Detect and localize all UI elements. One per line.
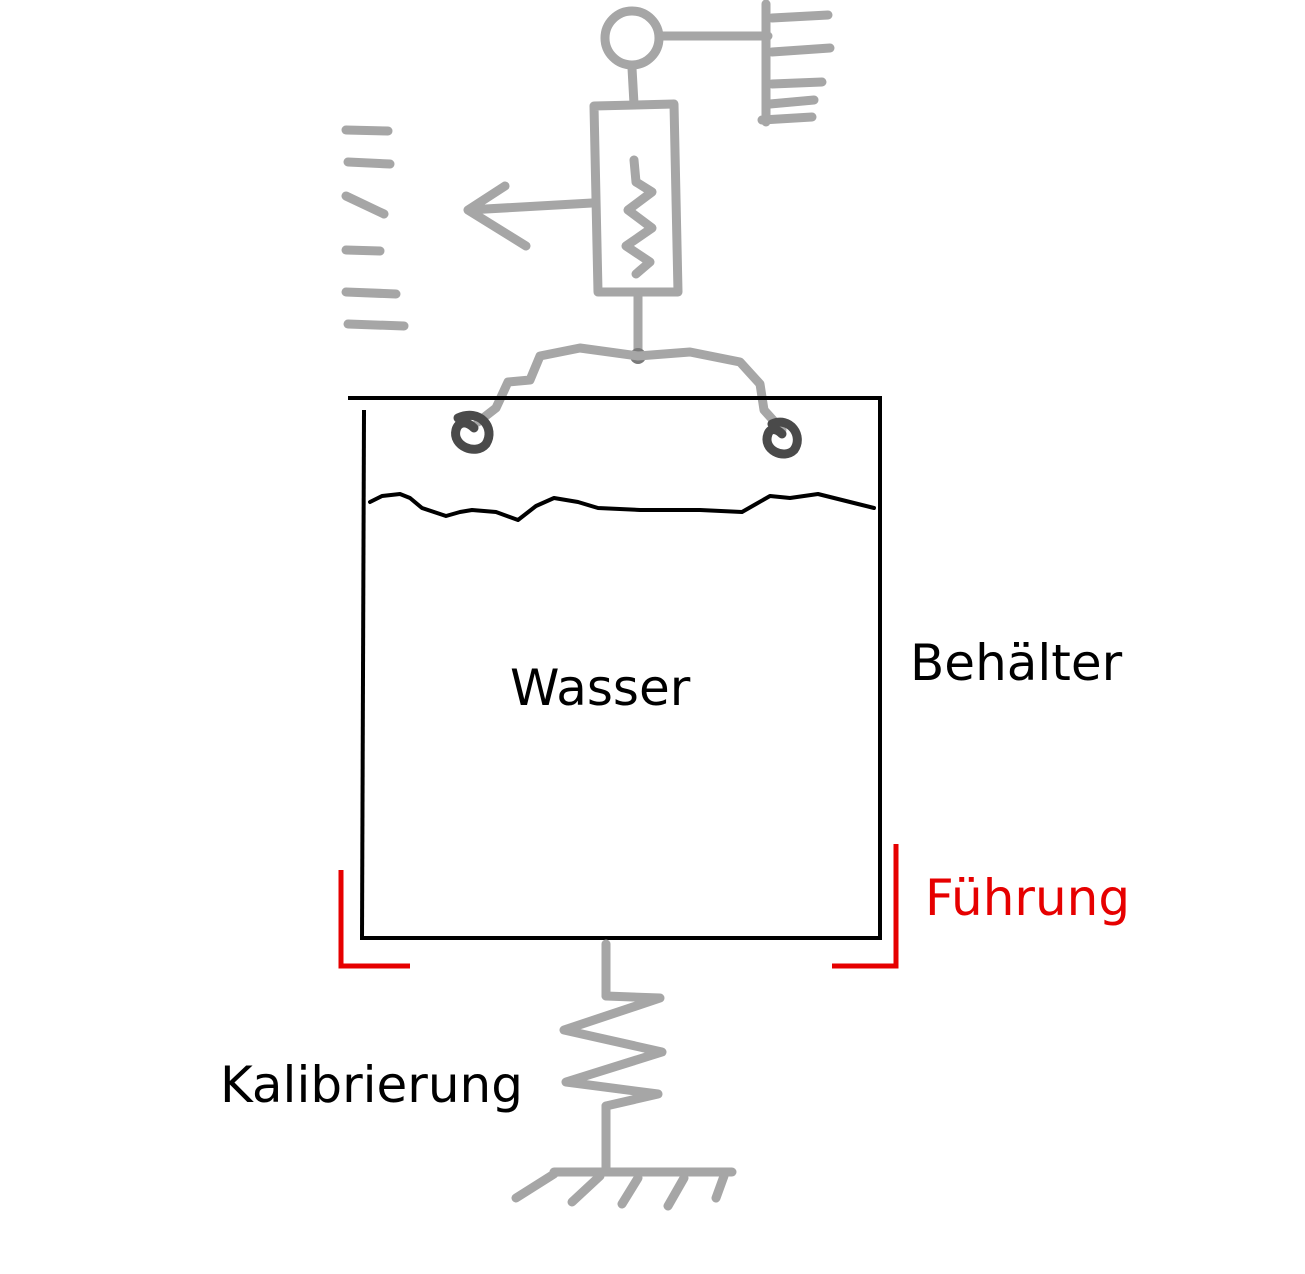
right-guide-bracket (832, 844, 899, 969)
left-hook-icon (451, 410, 494, 454)
damper-housing (589, 99, 683, 297)
damper-zigzag-icon (621, 155, 657, 279)
calibration-spring-icon (559, 991, 667, 1111)
left-wall-hatching (341, 125, 409, 331)
water-surface (368, 492, 876, 522)
container-left-wall (359, 409, 367, 941)
left-guide-bracket (338, 870, 410, 969)
output-arrow-icon (463, 181, 597, 251)
right-hook-icon (762, 417, 802, 459)
wall-hatching (757, 10, 835, 125)
suspension-cable (473, 343, 787, 435)
guide-rails (338, 844, 899, 969)
upper-rod (627, 63, 639, 109)
calibration-spring-assembly (511, 939, 737, 1211)
container-label: Behälter (910, 634, 1123, 692)
container-outline (348, 396, 882, 941)
ground-hatching-icon (511, 1169, 729, 1211)
guide-label: Führung (925, 869, 1130, 927)
pivot-joint-icon (600, 6, 664, 70)
calibration-label: Kalibrierung (220, 1056, 523, 1114)
water-label: Wasser (510, 659, 691, 717)
damper-element (463, 99, 683, 297)
